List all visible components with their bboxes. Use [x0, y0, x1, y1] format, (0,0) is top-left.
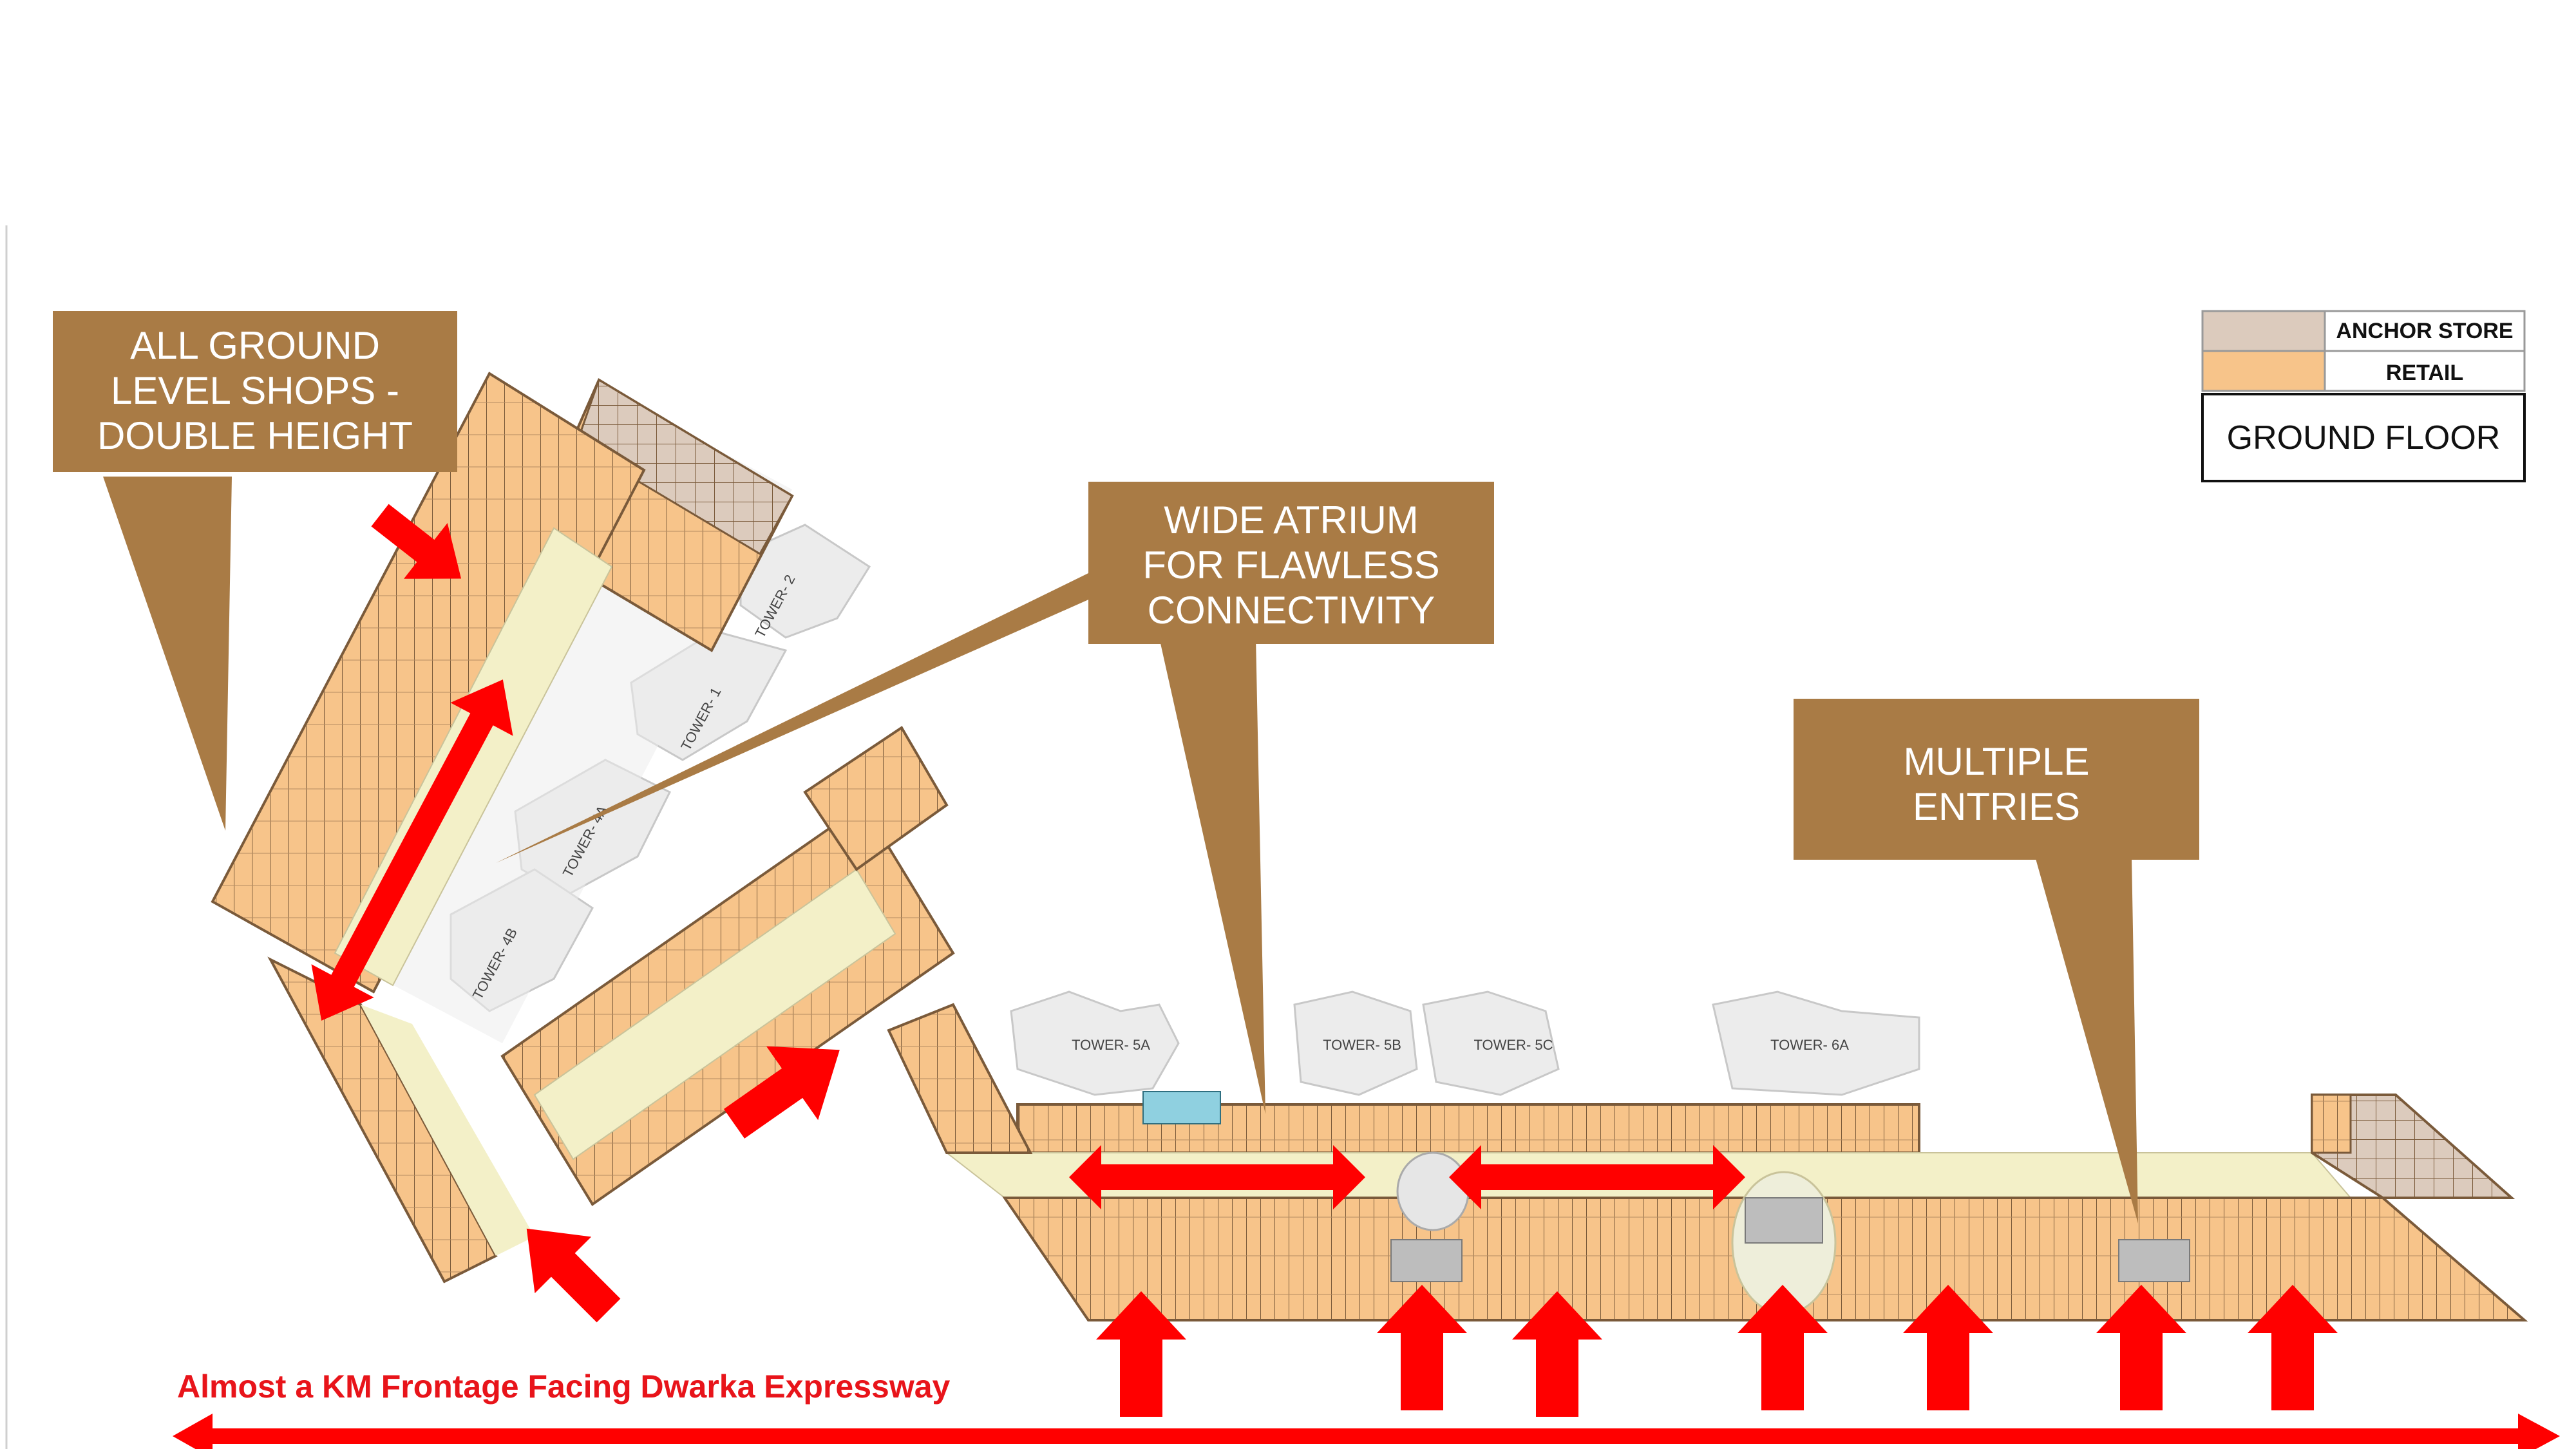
retail-strip [211, 372, 646, 994]
tower-label: TOWER- 5C [1473, 1037, 1553, 1053]
atrium-void [1396, 1151, 1470, 1231]
callout-box [1088, 482, 1494, 644]
tower-label: TOWER- 5A [1072, 1037, 1150, 1053]
anchor-block [575, 378, 794, 556]
callout-box [53, 311, 457, 472]
tower-2-footprint [739, 524, 871, 639]
entry-arrow [1512, 1291, 1602, 1417]
retail-strip [803, 726, 949, 871]
callout-ground-shops: ALL GROUND LEVEL SHOPS - DOUBLE HEIGHT [53, 311, 457, 831]
callout-line: LEVEL SHOPS - [111, 369, 399, 412]
entry-arrow [1903, 1285, 1993, 1410]
callout-pointer [103, 477, 232, 831]
escalator [1745, 1197, 1823, 1244]
frontage-caption: Almost a KM Frontage Facing Dwarka Expre… [177, 1368, 951, 1405]
legend-label-retail: RETAIL [2386, 361, 2463, 385]
tower-5c-footprint [1422, 990, 1560, 1096]
entry-arrow [2248, 1285, 2338, 1410]
callout-box [1794, 699, 2199, 860]
callout-pointer [2035, 857, 2138, 1224]
retail-strip [887, 1003, 1033, 1154]
tower-label: TOWER- 6A [1770, 1037, 1849, 1053]
callout-line: MULTIPLE [1904, 740, 2090, 783]
entry-arrow [371, 504, 462, 579]
floor-label: GROUND FLOOR [2227, 419, 2501, 457]
callout-atrium: WIDE ATRIUM FOR FLAWLESS CONNECTIVITY [496, 482, 1494, 1114]
entry-arrow [723, 1046, 840, 1139]
tower-block-right: TOWER- 5A TOWER- 5B TOWER- 5C TOWER- 6A [1010, 990, 1920, 1096]
legend-label-anchor-store: ANCHOR STORE [2336, 319, 2513, 343]
atrium-arrow [1449, 1145, 1745, 1209]
escalator [2118, 1239, 2190, 1282]
callout-pointer [1159, 638, 1265, 1114]
lower-arm-retail [500, 726, 955, 1206]
entry-arrow [1738, 1285, 1828, 1410]
corridor [533, 868, 896, 1160]
floor-label-box [2201, 393, 2526, 482]
tower-label: TOWER- 5B [1323, 1037, 1401, 1053]
legend-label-box [2324, 310, 2526, 352]
tower-5b-footprint [1293, 990, 1418, 1096]
tower-6a-footprint [1712, 990, 1920, 1096]
escalator [1390, 1239, 1463, 1282]
callout-line: DOUBLE HEIGHT [97, 414, 413, 457]
callout-line: ALL GROUND [130, 324, 380, 367]
corridor [361, 1005, 535, 1256]
callout-entries: MULTIPLE ENTRIES [1794, 699, 2199, 1224]
entry-arrows [173, 504, 2560, 1449]
entry-arrow [1096, 1291, 1186, 1417]
frontage-arrow [173, 1414, 2560, 1449]
entry-arrow [526, 1228, 621, 1323]
entry-arrow [1377, 1285, 1467, 1410]
anchor-block [2311, 1094, 2352, 1154]
callout-line: FOR FLAWLESS [1142, 544, 1439, 587]
callout-line: ENTRIES [1913, 785, 2080, 828]
callout-line: CONNECTIVITY [1148, 589, 1435, 632]
legend-swatch-retail [2201, 350, 2326, 392]
tower-5a-footprint [1010, 990, 1180, 1096]
lift-core [1142, 1091, 1221, 1124]
atrium-arrow [1069, 1145, 1365, 1209]
legend: ANCHOR STORE RETAIL GROUND FLOOR [2201, 310, 2526, 482]
callout-line: WIDE ATRIUM [1164, 498, 1419, 542]
entry-arrow [2096, 1285, 2186, 1410]
legend-swatch-anchor [2201, 310, 2326, 352]
atrium-arrow [310, 679, 513, 1021]
legend-label-box [2324, 350, 2526, 392]
callout-pointer [496, 573, 1133, 863]
